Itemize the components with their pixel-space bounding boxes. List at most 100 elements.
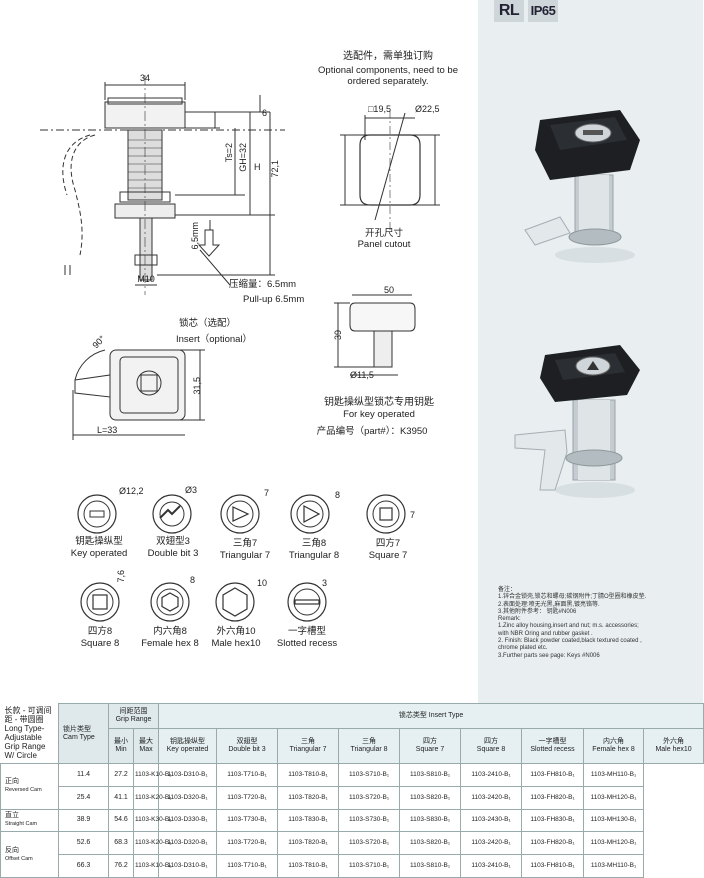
insert-type-header: 锁芯类型 Insert Type [158,703,704,729]
insert-key-dim: Ø12,2 [119,486,144,496]
part-code-cell: 1103-S710-B₁ [338,854,401,878]
insert-cn: 锁芯（选配） [179,318,237,329]
dim-72-1: 72,1 [270,160,280,178]
insert-symbol-square-7 [366,494,406,534]
optional-en-1: Optional components, need to be [318,65,458,76]
insert-front-drawing [72,349,205,440]
part-code-cell: 1103-K10-B₁ [132,854,171,878]
part-code-cell: 1103-MH110-B₁ [583,854,645,878]
insert-tri7-cn: 三角7 [232,538,258,549]
part-code-cell: 1103-MH130-B₁ [583,808,645,833]
insert-mh10-cn: 外六角10 [216,626,256,637]
remark-line: 1.锌合金锁壳,锁芯和螺母;碳钢附件;丁腈O型圈和橡皮垫. [498,594,647,601]
part-code-cell: 1103-S810-B₁ [399,763,462,787]
insert-double-bit-cn: 双翅型3 [156,536,190,547]
part-code-cell: 1103-2420-B₁ [460,831,523,856]
dim-34: 34 [139,73,151,83]
latch-photo-top [524,110,640,263]
rl-tag: RL [494,0,524,22]
dim-m10: M10 [137,274,155,284]
part-code-cell: 1103-S720-B₁ [338,785,401,810]
insert-symbol-slotted [287,582,327,622]
insert-symbol-female-hex-8 [150,582,190,622]
remark-line: 1.Zinc alloy housing,insert and nut; m.s… [498,623,639,630]
part-code-cell: 1103-2420-B₁ [460,785,523,810]
part-code-cell: 1103-K10-B₁ [132,763,171,787]
grip-max-cell: 68.3 [108,831,134,856]
grip-min-cell: 52.6 [58,831,109,856]
part-code-cell: 1103-S730-B₁ [338,808,401,833]
remark-line: 3.Further parts see page: Keys #N006 [498,652,600,659]
part-code-cell: 1103-T820-B₁ [277,831,340,856]
insert-double-bit-en: Double bit 3 [147,548,199,559]
cutout-diameter-dim: Ø22,5 [415,104,440,114]
grip-max-cell: 41.1 [108,785,134,810]
grip-min-cell: 11.4 [58,763,109,787]
insert-tri7-dim: 7 [264,488,270,498]
grip-min-cell: 66.3 [58,854,109,878]
insert-symbol-triangular-7 [220,494,260,534]
insert-fh8-en: Female hex 8 [141,638,199,649]
insert-symbol-double-bit [152,494,192,534]
insert-symbol-key [77,494,117,534]
cutout-cn: 开孔尺寸 [364,228,404,239]
part-code-cell: 1103-MH120-B₁ [583,831,645,856]
part-code-cell: 1103-2430-B₁ [460,808,523,833]
insert-symbol-male-hex-10 [215,582,255,622]
dim-ts: Ts=2 [224,143,234,163]
part-code-cell: 1103-FH810-B₁ [521,763,585,787]
part-code-cell: 1103-T830-B₁ [277,808,340,833]
part-code-cell: 1103-T720-B₁ [216,831,279,856]
key-dim-39: 39 [333,330,343,341]
part-code-cell: 1103-T820-B₁ [277,785,340,810]
part-code-cell: 1103-D320-B₁ [158,831,218,856]
key-en: For key operated [343,409,415,420]
table-row-label: 长款 - 可调间距 - 带圆圈 Long Type- Adjustable Gr… [0,703,59,764]
key-dim-11-5: Ø11,5 [350,370,374,380]
part-number-table: 长款 - 可调间距 - 带圆圈 Long Type- Adjustable Gr… [0,703,704,878]
remark-line: 2. Finish: Black powder coated,black tex… [498,638,642,645]
part-code-cell: 1103-FH820-B₁ [521,785,585,810]
part-code-cell: 1103-T710-B₁ [216,763,279,787]
cutout-square-dim: □19,5 [368,104,391,114]
grip-min-cell: 25.4 [58,785,109,810]
insert-tri7-en: Triangular 7 [219,550,271,561]
remark-line: with NBR Oring and rubber gasket . [498,630,593,637]
key-part-number: 产品编号（part#）：K3950 [316,426,428,437]
part-code-cell: 1103-S820-B₁ [399,831,462,856]
insert-tri8-cn: 三角8 [301,538,327,549]
part-code-cell: 1103-T810-B₁ [277,763,340,787]
part-code-cell: 1103-FH830-B₁ [521,808,585,833]
insert-slot-cn: 一字槽型 [287,626,327,637]
dim-6-5mm: 6,5mm [190,222,200,250]
ip65-tag: IP65 [528,0,558,22]
remarks-block: 备注： 1.锌合金锁壳,锁芯和螺母;碳钢附件;丁腈O型圈和橡皮垫. 2.表面处理… [498,587,698,660]
panel-cutout-drawing [340,110,440,230]
insert-fh8-dim: 8 [190,575,196,585]
part-code-cell: 1103-K20-B₁ [132,831,171,856]
remark-line: Remark: [498,616,521,623]
insert-slot-en: Slotted recess [276,638,338,649]
part-code-cell: 1103-T810-B₁ [277,854,340,878]
grip-max-cell: 54.6 [108,808,134,833]
insert-sq7-cn: 四方7 [375,538,401,549]
remark-line: 2.表面处理:喷无光黑,麻面黑,镀亮铬等. [498,601,600,608]
part-code-cell: 1103-S720-B₁ [338,831,401,856]
part-code-cell: 1103-FH820-B₁ [521,831,585,856]
part-code-cell: 1103-T730-B₁ [216,808,279,833]
part-code-cell: 1103-S830-B₁ [399,808,462,833]
